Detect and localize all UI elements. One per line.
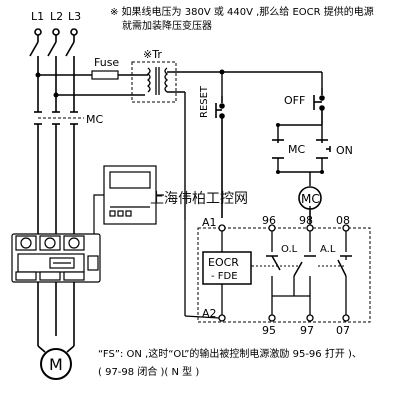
on-label: ON: [336, 144, 353, 157]
transformer-box: [131, 61, 177, 103]
meter-display-icon: [103, 165, 157, 225]
off-button[interactable]: [313, 88, 325, 125]
eocr-label: EOCR: [208, 256, 239, 269]
fuse-icon: [91, 70, 119, 80]
eocr-relay-box: [197, 227, 371, 323]
al-label: A.L: [320, 244, 336, 255]
top-note-line1: ※ 如果线电压为 380V 或 440V ,那么给 EOCR 提供的电源: [110, 5, 374, 18]
transformer-label: ※Tr: [143, 48, 162, 61]
motor-label: M: [49, 355, 63, 374]
off-label: OFF: [284, 94, 305, 107]
mc-label: MC: [86, 113, 103, 126]
terminal-97-label: 97: [300, 324, 314, 337]
eocr-internal-lines: [184, 206, 347, 319]
eocr-model-label: - FDE: [211, 271, 238, 282]
top-note-line2: 就需加装降压变压器: [122, 19, 212, 32]
transformer-icon: [146, 67, 169, 95]
junction-dot: [276, 170, 280, 174]
watermark-text: 上海伟柏工控网: [150, 191, 248, 207]
main-power-lines: [29, 28, 78, 353]
current-transformer-icon: [11, 233, 101, 283]
junction-dot: [219, 69, 225, 75]
reset-button[interactable]: [215, 96, 225, 218]
fuse-label: Fuse: [94, 56, 119, 69]
mc-contact-label: MC: [288, 143, 305, 156]
motor-icon: [40, 348, 72, 380]
mc-holding-contact: [272, 139, 284, 159]
terminal-98-label: 98: [299, 214, 313, 227]
phase-label-l1: L1: [31, 10, 44, 23]
ol-contact: [266, 255, 316, 277]
terminal-96-label: 96: [262, 214, 276, 227]
phase-label-l2: L2: [50, 10, 63, 23]
terminal-95-label: 95: [262, 324, 276, 337]
bottom-note-line2: ( 97-98 闭合 )( N 型 ): [98, 365, 199, 378]
ol-label: O.L: [281, 244, 298, 255]
terminal-08-label: 08: [336, 214, 350, 227]
transformer-secondary-lines: [167, 71, 323, 220]
terminal-a1-label: A1: [202, 216, 217, 229]
eocr-unit: [202, 251, 252, 285]
junction-dot: [320, 170, 324, 174]
control-circuit-lines: [277, 124, 323, 186]
control-feed-lines: [38, 74, 145, 96]
al-contact: [337, 255, 352, 277]
bottom-note-line1: “FS”: ON ,这时“OL”的输出被控制电源激励 95-96 打开 )、: [98, 347, 362, 360]
on-button[interactable]: [316, 139, 331, 159]
reset-label: RESET: [199, 85, 210, 118]
mc-coil-label: MC: [301, 192, 320, 206]
phase-label-l3: L3: [68, 10, 81, 23]
terminal-07-label: 07: [336, 324, 350, 337]
junction-dot: [276, 123, 280, 127]
